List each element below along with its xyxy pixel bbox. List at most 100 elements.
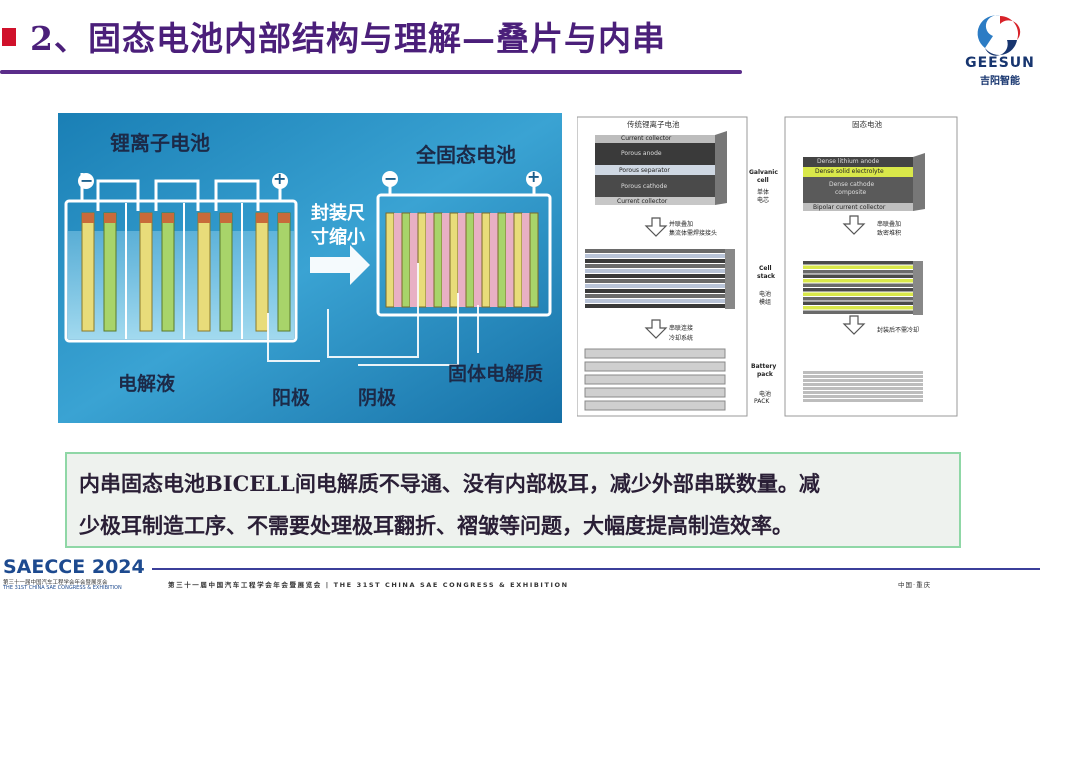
mid-module-1: 电池: [759, 291, 772, 298]
pack-module: [584, 374, 726, 385]
stack-layer: [803, 279, 913, 283]
saecce-brand: SAECCE 2024: [3, 556, 145, 578]
stack-side: [725, 249, 735, 309]
stack-layer: [585, 294, 725, 298]
pack-module: [584, 348, 726, 359]
stack-layer: [803, 310, 913, 314]
pack-layer: [803, 379, 923, 382]
layer-dense-solid-electrolyte: Dense solid electrolyte: [815, 168, 884, 175]
stack-layer: [585, 259, 725, 263]
layer-current-collector-bottom: Current collector: [617, 198, 668, 205]
stack-layer: [803, 301, 913, 305]
stack-layer: [803, 265, 913, 269]
layer-current-collector-top: Current collector: [621, 135, 672, 142]
stack-layer: [585, 279, 725, 283]
mid-cell: cell: [757, 177, 769, 184]
electrode-cathode: [161, 212, 175, 332]
mid-single-cell-2: 电芯: [757, 197, 770, 204]
solid-electrolyte-layer: [490, 213, 498, 307]
stack-layer: [803, 288, 913, 292]
electrode-cathode: [103, 212, 117, 332]
minus-terminal-right: −: [384, 169, 398, 188]
col-title-solid-state: 固态电池: [852, 120, 882, 129]
pack-layer: [803, 371, 923, 374]
arrow1-right-line1: 串联叠加: [877, 221, 902, 228]
solid-electrolyte-layer: [410, 213, 418, 307]
label-electrolyte: 电解液: [118, 373, 176, 395]
saecce-subtitle-cn: 第三十一届中国汽车工程学会年会暨展览会: [3, 580, 108, 586]
footer-location: 中国·重庆: [898, 581, 932, 589]
layer-bipolar-collector: Bipolar current collector: [813, 204, 886, 211]
electrode-cathode: [219, 212, 233, 332]
electrode-anode: [197, 212, 211, 332]
electrode-tab: [104, 213, 116, 223]
arrow1-left-line1: 并联叠加: [669, 221, 694, 228]
solid-electrode: [417, 212, 427, 308]
label-li-ion-battery: 锂离子电池: [110, 131, 210, 155]
solid-electrode: [513, 212, 523, 308]
electrode-cathode: [277, 212, 291, 332]
plus-terminal-left: +: [273, 169, 287, 188]
solid-electrolyte-layer: [442, 213, 450, 307]
stack-layer: [803, 292, 913, 296]
page-title: 2、固态电池内部结构与理解—叠片与内串: [30, 19, 666, 58]
battery-structure-diagram: 锂离子电池 全固态电池 封装尺 寸缩小 电解液 阳极 阴极 固体电解质 − + …: [58, 113, 562, 423]
label-solid-state-battery: 全固态电池: [416, 143, 516, 167]
electrode-tab: [198, 213, 210, 223]
stack-side: [913, 261, 923, 315]
label-solid-electrolyte: 固体电解质: [448, 363, 544, 385]
footer-congress-text: 第三十一届中国汽车工程学会年会暨展览会 | THE 31ST CHINA SAE…: [168, 581, 569, 589]
solid-electrode: [433, 212, 443, 308]
layer-porous-separator: Porous separator: [619, 167, 670, 174]
stack-layer: [803, 274, 913, 278]
pack-module: [584, 361, 726, 372]
stack-layer: [585, 274, 725, 278]
title-underline: [0, 70, 742, 74]
summary-callout: 内串固态电池BICELL间电解质不导通、没有内部极耳，减少外部串联数量。减 少极…: [65, 452, 961, 548]
solid-electrolyte-layer: [522, 213, 530, 307]
electrode-anode: [255, 212, 269, 332]
electrode-tab: [278, 213, 290, 223]
stack-layer: [803, 283, 913, 287]
stack-layer: [803, 306, 913, 310]
saecce-subtitle-en: THE 31ST CHINA SAE CONGRESS & EXHIBITION: [3, 585, 122, 591]
solid-electrolyte-layer: [506, 213, 514, 307]
stack-layer: [585, 299, 725, 303]
label-package-line1: 封装尺: [311, 203, 365, 224]
stack-layer: [803, 261, 913, 265]
arrow1-right-line2: 致密堆积: [877, 230, 902, 237]
label-cathode: 阴极: [358, 387, 397, 409]
stacking-comparison-diagram: 传统锂离子电池 固态电池 Current collector Porous an…: [577, 113, 962, 418]
solid-electrode: [497, 212, 507, 308]
mid-pack-en: PACK: [754, 398, 770, 405]
stack-layer: [585, 269, 725, 273]
electrode-tab: [140, 213, 152, 223]
label-anode: 阳极: [272, 387, 311, 409]
pack-module: [584, 387, 726, 398]
solid-electrode: [401, 212, 411, 308]
layer-dense-cathode-line1: Dense cathode: [829, 181, 875, 188]
layer-porous-anode: Porous anode: [621, 150, 662, 157]
electrode-anode: [81, 212, 95, 332]
logo-subtitle: 吉阳智能: [980, 76, 1020, 87]
stack-layer: [803, 297, 913, 301]
pack-layer: [803, 383, 923, 386]
electrode-tab: [256, 213, 268, 223]
layer-dense-lithium-anode: Dense lithium anode: [817, 158, 880, 165]
pack-layer: [803, 391, 923, 394]
label-package-line2: 寸缩小: [311, 227, 365, 248]
arrow2-left-line1: 串联连接: [669, 325, 694, 332]
minus-terminal-left: −: [80, 171, 94, 190]
mid-battery-pack-2: pack: [757, 371, 773, 378]
electrode-anode: [139, 212, 153, 332]
solid-electrolyte-layer: [458, 213, 466, 307]
solid-electrode: [449, 212, 459, 308]
footer-rule: [152, 568, 1040, 570]
stack-layer: [803, 270, 913, 274]
title-bullet: [2, 28, 16, 46]
pack-layer: [803, 399, 923, 402]
mid-galvanic: Galvanic: [749, 169, 778, 176]
mid-single-cell-1: 单体: [757, 189, 770, 196]
solid-electrolyte-layer: [426, 213, 434, 307]
pack-layer: [803, 387, 923, 390]
